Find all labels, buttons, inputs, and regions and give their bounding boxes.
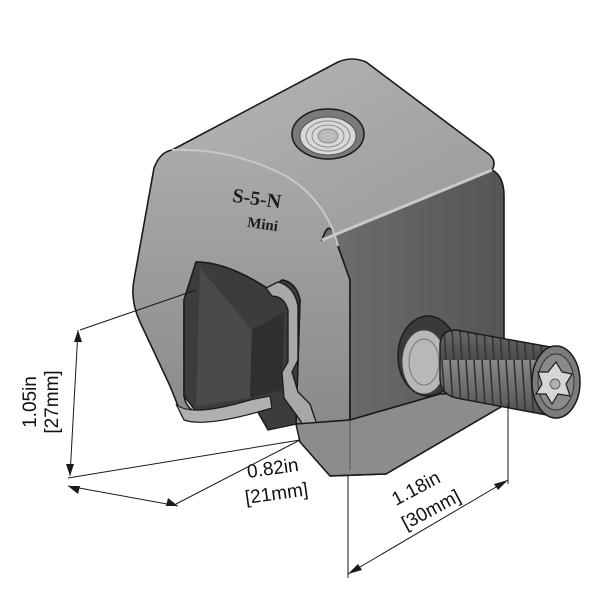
width-imperial-label: 0.82in (246, 455, 300, 483)
width-dimension-line (67, 485, 179, 507)
top-threaded-hole (291, 108, 365, 160)
clamp-left-jaw (175, 395, 273, 423)
height-imperial-label: 1.05in (20, 376, 41, 428)
width-metric-label: [21mm] (244, 479, 310, 509)
length-dimension-line (347, 479, 509, 575)
dimension-lines (66, 289, 509, 578)
height-dimension-line (69, 329, 79, 477)
height-metric-label: [27mm] (42, 370, 63, 433)
set-screw-bolt (439, 329, 581, 419)
product-subname-stamp: Mini (246, 215, 279, 235)
clamp-body: S-5-N Mini (132, 58, 507, 477)
